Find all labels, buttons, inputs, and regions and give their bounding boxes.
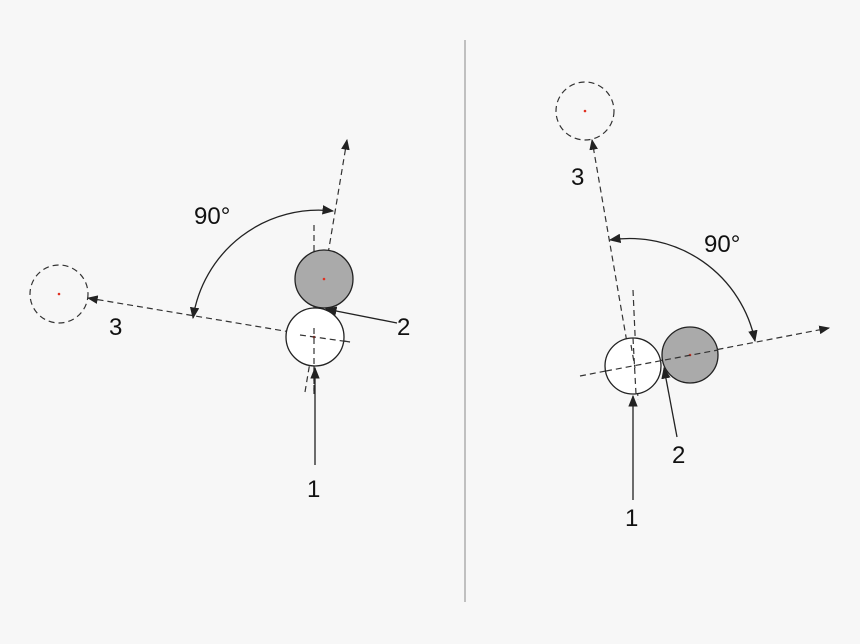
label-1: 1 bbox=[307, 476, 320, 503]
cue-ball-deflection-line bbox=[589, 138, 631, 361]
label-1: 1 bbox=[625, 505, 638, 532]
center-dot bbox=[583, 109, 587, 113]
left-panel: 90° 1 2 3 bbox=[29, 138, 410, 503]
angle-label: 90° bbox=[194, 203, 230, 230]
target-position-circle bbox=[29, 264, 89, 324]
right-angle-arc bbox=[189, 205, 335, 320]
center-dot bbox=[57, 292, 61, 296]
center-dot bbox=[322, 277, 326, 281]
right-panel: 90° 1 2 3 bbox=[555, 81, 831, 532]
target-position-circle bbox=[555, 81, 615, 141]
label-3: 3 bbox=[109, 314, 122, 341]
label-2: 2 bbox=[397, 314, 410, 341]
label-2: 2 bbox=[672, 442, 685, 469]
contact-point-pointer bbox=[324, 306, 398, 324]
angle-label: 90° bbox=[704, 231, 740, 258]
direction-line-overlay bbox=[605, 349, 719, 372]
right-angle-arc bbox=[608, 233, 758, 343]
deflection-line-overlay bbox=[630, 344, 636, 369]
contact-point-pointer bbox=[661, 366, 678, 438]
deflection-line-overlay bbox=[299, 334, 351, 343]
cue-ball bbox=[604, 337, 662, 395]
label-3: 3 bbox=[571, 164, 584, 191]
